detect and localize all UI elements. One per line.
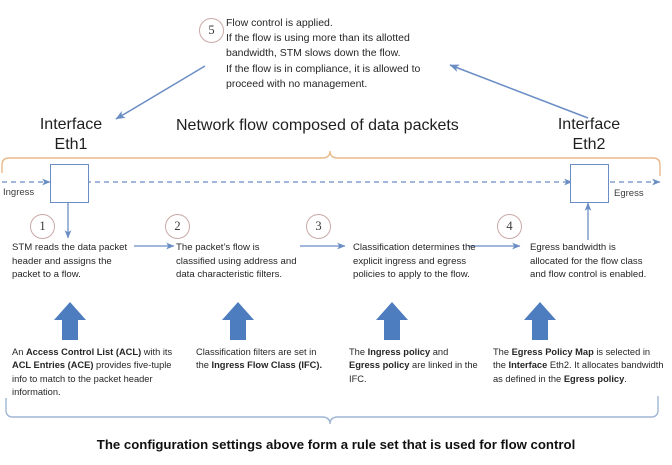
interface-eth1-label: Interface Eth1 [11,115,131,155]
arrow-step5-to-eth1 [115,65,206,120]
interface-eth2-name: Interface [557,116,621,133]
step-number-badge: 1 [30,214,55,239]
step-1-note: An Access Control List (ACL) with its AC… [12,347,173,398]
step-5-number: 5 [199,18,224,43]
interface-eth1-id: Eth1 [54,136,88,153]
egress-label: Egress [614,188,644,199]
step-1-number: 1 [30,214,55,239]
ingress-label: Ingress [3,187,35,198]
step5-line-1: Flow control is applied. [226,17,333,29]
step5-line-2: If the flow is using more than its allot… [226,32,410,45]
block-arrow-step4 [524,302,556,340]
block-arrow-step2 [222,302,254,340]
interface-eth1-box [50,164,89,203]
diagram-caption: The configuration settings above form a … [96,437,576,452]
step-number-badge: 3 [306,214,331,239]
block-arrow-step3 [376,302,408,340]
step5-line-4: If the flow is in compliance, it is allo… [226,62,421,75]
step-1-description: STM reads the data packet header and ass… [12,242,128,281]
interface-eth2-box [570,164,609,203]
step-number-badge: 5 [199,18,224,43]
block-arrow-step1 [54,302,86,340]
step-3-note: The Ingress policy and Egress policy are… [349,347,478,384]
step-number-badge: 2 [165,214,190,239]
step-4-number: 4 [497,214,522,239]
step-2-description: The packet’s flow is classified using ad… [176,242,297,281]
rule-set-brace [5,396,659,425]
step-5-text: Flow control is applied. If the flow is … [226,16,486,92]
step-3-description: Classification determines the explicit i… [353,242,476,281]
step-4-note: The Egress Policy Map is selected in the… [493,347,664,384]
step-number-badge: 4 [497,214,522,239]
interface-eth1-name: Interface [39,116,103,133]
step-2-number: 2 [165,214,190,239]
interface-eth2-id: Eth2 [572,136,606,153]
step5-line-3: bandwidth, STM slows down the flow. [226,47,401,60]
step-4-description: Egress bandwidth is allocated for the fl… [530,242,647,281]
network-flow-title: Network flow composed of data packets [176,117,459,134]
step5-line-5: proceed with no management. [226,77,368,90]
step-2-note: Classification filters are set in the In… [196,347,323,371]
step-3-number: 3 [306,214,331,239]
interface-eth2-label: Interface Eth2 [529,115,649,155]
